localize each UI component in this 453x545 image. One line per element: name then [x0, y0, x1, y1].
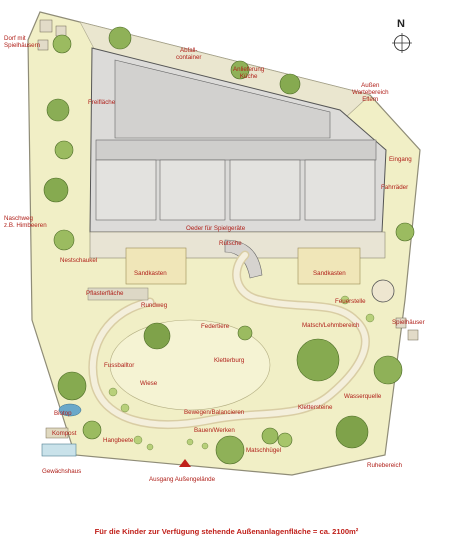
label-bicycles: Fahrräder — [381, 184, 409, 191]
compost-box-shape — [45, 427, 69, 439]
label-fire-pit: Feuerstelle — [335, 298, 366, 305]
label-rest-area: Ruhebereich — [367, 462, 403, 469]
label-kitchen-delivery: Anlieferung Küche — [233, 66, 265, 80]
paved-area-shape — [87, 287, 149, 301]
circular-path-edge — [89, 252, 369, 428]
trees — [43, 26, 415, 465]
label-open-space: Freifläche — [88, 99, 116, 106]
sandbox-right-shape — [297, 247, 361, 285]
label-play-houses: Spielhäuser — [392, 319, 425, 326]
play-houses — [395, 317, 419, 341]
label-compost: Kompost — [52, 430, 77, 437]
label-nest-swing: Nestschaukel — [60, 257, 98, 264]
label-poultry: Federtiere — [201, 323, 230, 330]
label-climbing-stones: Klettersteine — [298, 404, 333, 411]
label-paved-area: Pflasterfläche — [86, 290, 124, 297]
label-building-crafting: Bauen/Werken — [194, 427, 235, 434]
sandbox-left-shape — [125, 247, 187, 285]
label-slide: Rutsche — [219, 240, 242, 247]
label-parent-waiting: Außen Wartebereich Eltern — [352, 82, 389, 103]
fire-pit-circle — [371, 279, 395, 303]
label-mud-area: Matsch/Lehmbereich — [302, 322, 360, 329]
area-caption: Für die Kinder zur Verfügung stehende Au… — [94, 527, 359, 536]
label-snack-path: Naschweg z.B. Himbeeren — [4, 215, 47, 229]
label-sandbox-left: Sandkasten — [134, 270, 167, 277]
label-entrance: Eingang — [389, 156, 412, 163]
label-greenhouse: Gewächshaus — [42, 468, 82, 475]
greenhouse-shape — [41, 443, 77, 457]
label-slope-beds: Hangbeete — [103, 437, 134, 444]
compass: N — [385, 18, 419, 60]
bushes — [108, 295, 375, 451]
label-climbing-castle: Kletterburg — [214, 357, 245, 364]
label-sandbox-right: Sandkasten — [313, 270, 346, 277]
compass-label: N — [397, 18, 405, 30]
building-rooms — [95, 59, 377, 221]
label-mud-hill: Matschhügel — [246, 447, 282, 454]
label-circular-path: Rundweg — [141, 302, 168, 309]
label-equipment-storage: Oeder für Spielgeräte — [186, 225, 246, 232]
label-balancing: Bewegen/Balancieren — [184, 409, 245, 416]
exit-arrow — [179, 459, 191, 467]
label-exit: Ausgang Außengelände — [149, 476, 216, 483]
compass-rose-icon — [392, 33, 412, 53]
label-biotope: Biotop — [54, 410, 72, 417]
label-waste-container: Abfall- container — [176, 47, 202, 61]
label-football-goal: Fussballtor — [104, 362, 135, 369]
biotope-water — [58, 403, 82, 417]
label-water-source: Wasserquelle — [344, 393, 382, 400]
label-village: Dorf mit Spielhäusern — [4, 35, 41, 49]
label-lawn: Wiese — [140, 380, 158, 387]
